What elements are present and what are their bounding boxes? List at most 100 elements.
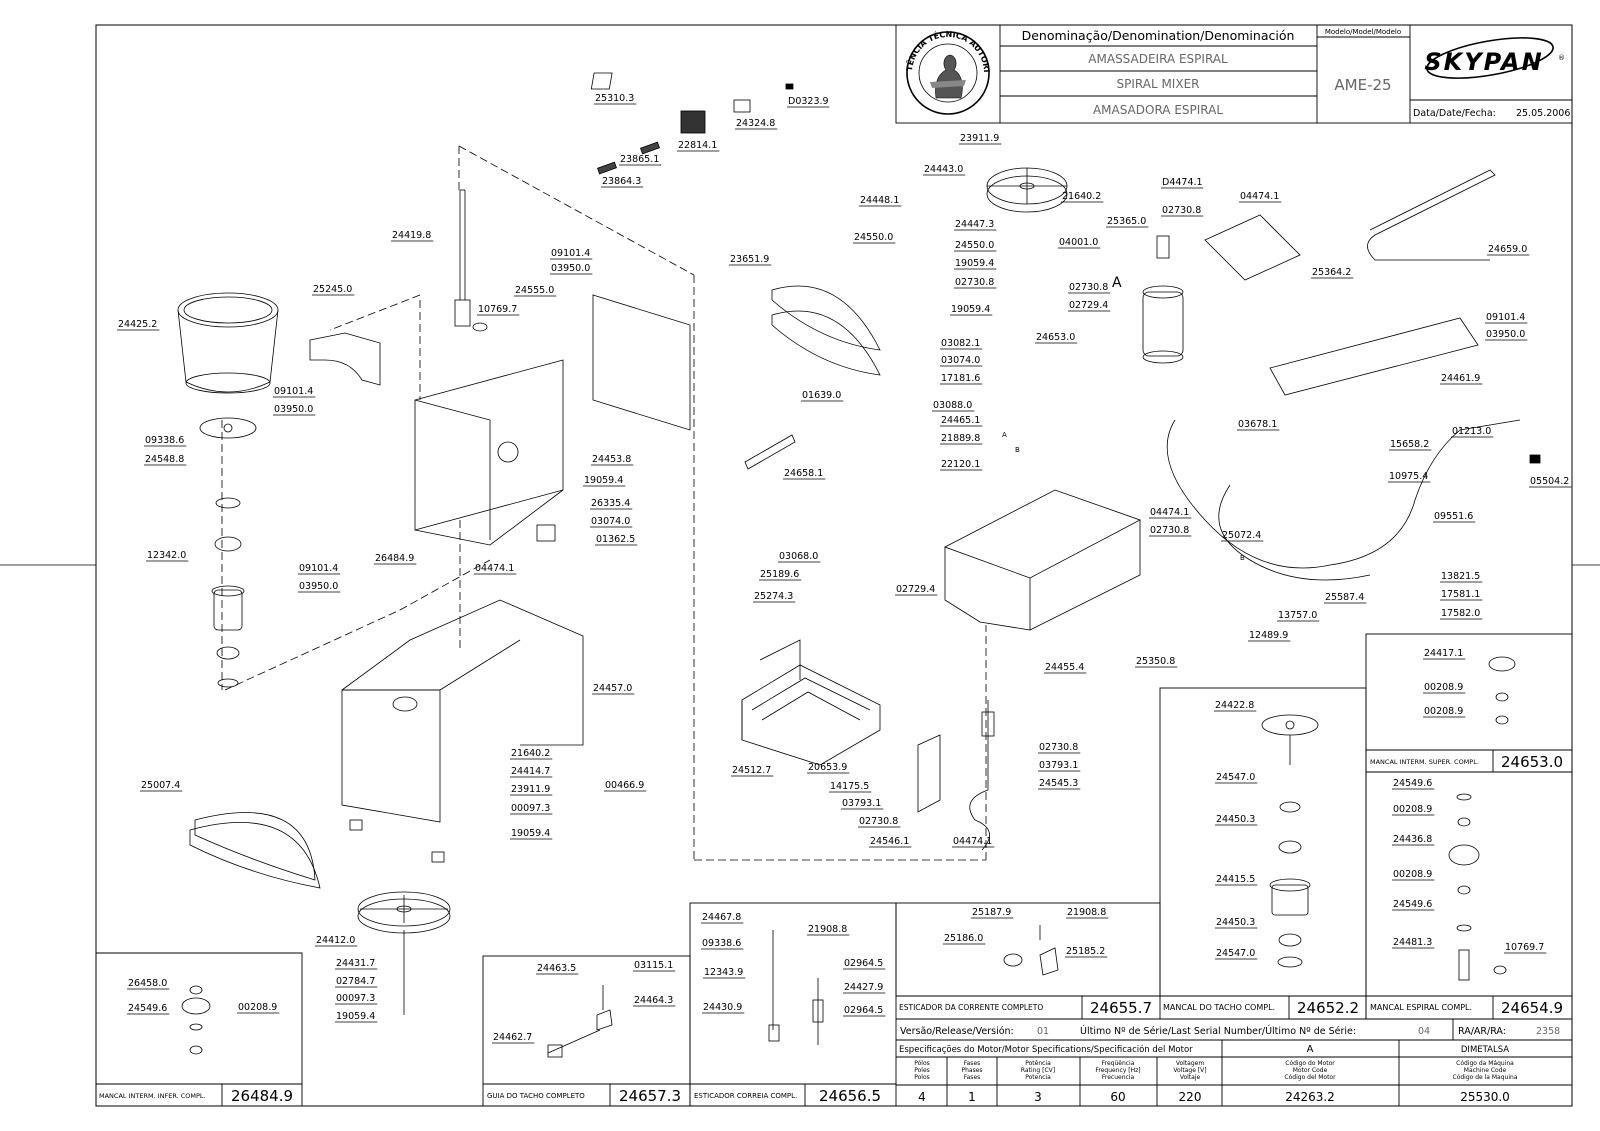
part-number-label: 10769.7: [478, 304, 517, 315]
part-number-label: 12489.9: [1249, 630, 1288, 641]
spiral-hook: [969, 700, 995, 851]
part-number-label: 03074.0: [941, 355, 980, 366]
part-number-label: 03950.0: [274, 404, 313, 415]
upper-frame: [414, 359, 564, 546]
ra-label: RA/AR/RA:: [1458, 1026, 1506, 1037]
part-number-label: 02784.7: [336, 976, 375, 987]
skypan-logo: SKYPAN ®: [1424, 37, 1565, 79]
part-number-label: 24443.0: [924, 164, 963, 175]
part-number-label: 02729.4: [896, 584, 935, 595]
subassembly-label: ESTICADOR DA CORRENTE COMPLETO: [899, 1003, 1043, 1012]
part-number-label: 03082.1: [941, 338, 980, 349]
part-number-label: 19059.4: [336, 1011, 375, 1022]
part-number-label: 24550.0: [955, 240, 994, 251]
subassembly-label: MANCAL INTERM. SUPER. COMPL.: [1370, 758, 1479, 766]
part-number-label: 02730.8: [1039, 742, 1078, 753]
part-number-label: 22814.1: [678, 140, 717, 151]
part-number-label: 24419.8: [392, 230, 431, 241]
part-number-label: 10975.4: [1389, 471, 1428, 482]
motor-spec-value: 60: [1110, 1090, 1125, 1104]
part-number-label: 24549.6: [1393, 778, 1432, 789]
part-number-label: 24463.5: [537, 963, 576, 974]
part-number-label: 17581.1: [1441, 589, 1480, 600]
part-number-label: 25274.3: [754, 591, 793, 602]
connection-marker-b: B: [1015, 446, 1020, 454]
part-number-label: 24461.9: [1441, 373, 1480, 384]
part-number-label: 03950.0: [299, 581, 338, 592]
part-number-label: 15658.2: [1390, 439, 1429, 450]
part-number-label: 09338.6: [145, 435, 184, 446]
part-number-label: 02730.8: [1162, 205, 1201, 216]
part-number-label: 04001.0: [1059, 237, 1098, 248]
part-number-label: 02964.5: [844, 1005, 883, 1016]
part-number-label: 10769.7: [1505, 942, 1544, 953]
spiral-bearing-assembly: [1448, 793, 1507, 981]
part-number-label: 01639.0: [802, 390, 841, 401]
part-number-label: 24436.8: [1393, 834, 1432, 845]
subassembly-labels: MANCAL INTERM. SUPER. COMPL. 24653.0 MAN…: [99, 753, 1563, 1105]
motor-spec-header: Pólos: [914, 1060, 930, 1067]
part-number-label: 01213.0: [1452, 426, 1491, 437]
part-number-label: D4474.1: [1162, 177, 1203, 188]
part-number-label: 24417.1: [1424, 648, 1463, 659]
part-number-label: 24415.5: [1216, 874, 1255, 885]
denomination-label: Denominação/Denomination/Denominación: [1022, 28, 1295, 43]
motor-spec-header: Freqüência: [1102, 1060, 1135, 1067]
part-number-label: 19059.4: [511, 828, 550, 839]
part-number-label: 12343.9: [704, 967, 743, 978]
ra-value: 2358: [1536, 1026, 1560, 1037]
drawing-date: 25.05.2006: [1516, 108, 1570, 119]
product-name-es: AMASADORA ESPIRAL: [1093, 103, 1223, 117]
part-number-label: 21640.2: [1062, 191, 1101, 202]
part-number-label: 00208.9: [1424, 682, 1463, 693]
part-number-label: 00208.9: [238, 1002, 277, 1013]
motor-spec-header: Código da Máquina: [1456, 1060, 1514, 1067]
motor-spec-header: Machine Code: [1464, 1067, 1507, 1074]
electric-motor: [1142, 235, 1184, 364]
part-number-label: 24465.1: [941, 415, 980, 426]
small-label-part: [640, 141, 660, 155]
part-number-label: 25186.0: [944, 933, 983, 944]
part-number-label: 24422.8: [1215, 700, 1254, 711]
product-name-en: SPIRAL MIXER: [1117, 77, 1200, 91]
part-number-label: 03678.1: [1238, 419, 1277, 430]
part-number-label: 24550.0: [854, 232, 893, 243]
part-number-label: 02730.8: [1150, 525, 1189, 536]
motor-spec-value: 1: [968, 1090, 976, 1104]
part-number-label: 24549.6: [128, 1003, 167, 1014]
motor-spec-header: Fases: [964, 1060, 981, 1067]
part-number-label: 21640.2: [511, 748, 550, 759]
part-number-label: 03950.0: [1486, 329, 1525, 340]
drawing-frame: [0, 24, 1600, 1107]
chain-tensioner-assembly: [1003, 925, 1059, 976]
part-number-label: 24653.0: [1036, 332, 1075, 343]
part-number-label: 23865.1: [620, 154, 659, 165]
motor-spec-header: Código del Motor: [1284, 1074, 1336, 1081]
part-number-label: 04474.1: [1240, 191, 1279, 202]
drive-chain: [771, 285, 881, 376]
revision-row: Versão/Release/Versión: 01 Último Nº de …: [900, 1025, 1560, 1037]
part-number-label: 04474.1: [953, 836, 992, 847]
part-number-label: 26335.4: [591, 498, 630, 509]
motor-spec-value: 4: [918, 1090, 926, 1104]
part-number-label: 03793.1: [842, 798, 881, 809]
part-number-label: 05504.2: [1530, 476, 1569, 487]
part-number-label: 19059.4: [584, 475, 623, 486]
part-number-label: 19059.4: [955, 258, 994, 269]
part-number-label: 25245.0: [313, 284, 352, 295]
small-label-part: [597, 161, 617, 175]
model-label: Modelo/Model/Modelo: [1325, 28, 1401, 36]
guard-plate: [309, 332, 381, 386]
connection-marker-a: A: [1002, 431, 1007, 439]
part-number-label: 24448.1: [860, 195, 899, 206]
part-number-label: 23864.3: [602, 176, 641, 187]
technical-assistance-seal: ASSISTÊNCIA TÉCNICA AUTORIZADA: [0, 0, 991, 115]
motor-spec-header: Código do Motor: [1285, 1060, 1335, 1067]
part-number-label: 22120.1: [941, 459, 980, 470]
subassembly-label: ESTICADOR CORREIA COMPL.: [694, 1092, 797, 1100]
rail-bar: [1367, 169, 1496, 261]
model-number: AME-25: [1334, 76, 1391, 94]
part-number-label: 09101.4: [1486, 312, 1525, 323]
